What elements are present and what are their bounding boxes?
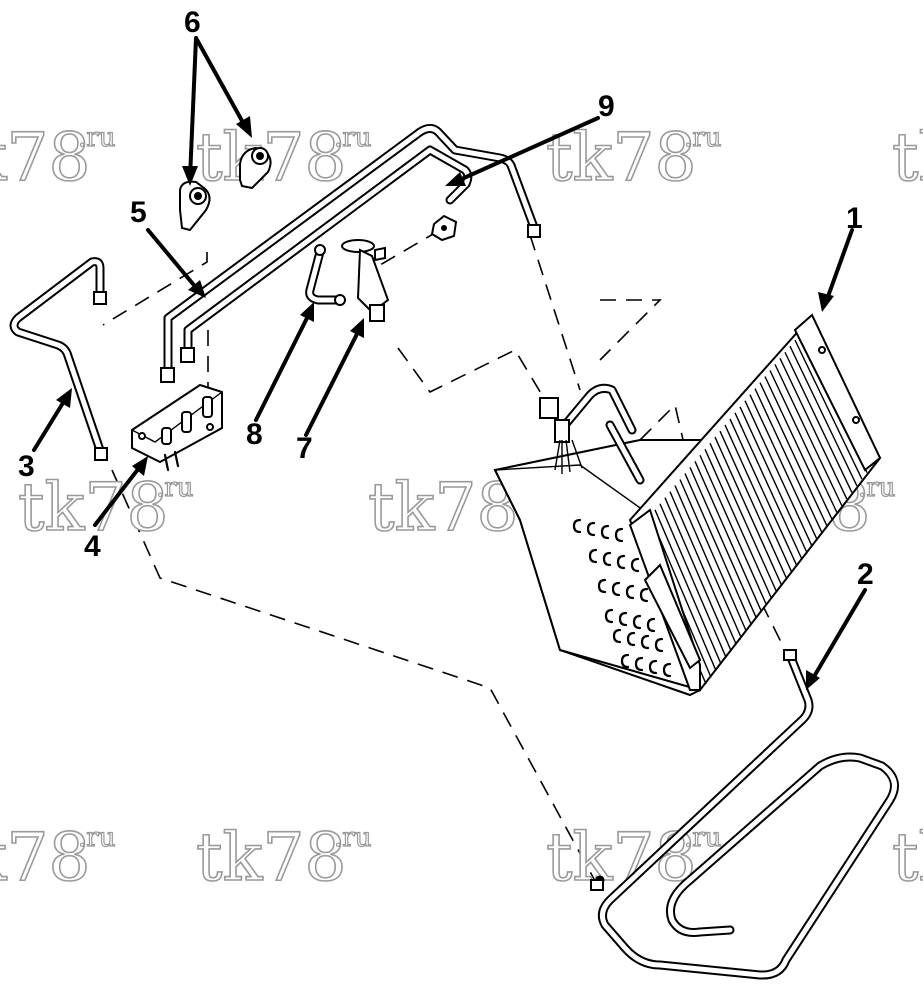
coil-bend bbox=[620, 653, 630, 669]
watermark-suffix: .ru bbox=[156, 473, 193, 503]
fin-line bbox=[654, 509, 722, 665]
fin-line bbox=[684, 473, 752, 625]
watermark-suffix: .ru bbox=[334, 823, 371, 853]
coil-bend bbox=[612, 628, 622, 644]
fin-line bbox=[674, 485, 742, 639]
fin-line bbox=[659, 503, 727, 658]
coil-bend bbox=[618, 611, 628, 627]
part-9-nut bbox=[430, 214, 458, 242]
watermark-text: tk78 bbox=[368, 469, 519, 546]
callout-5: 5 bbox=[130, 196, 147, 229]
callout-1: 1 bbox=[846, 202, 863, 235]
watermark-suffix: .ru bbox=[334, 123, 371, 153]
part-3-tube bbox=[9, 257, 108, 461]
coil-bend bbox=[640, 634, 650, 650]
coil-bend bbox=[616, 554, 626, 570]
watermark-text: tk78 bbox=[196, 819, 347, 896]
fin-line bbox=[779, 358, 848, 500]
fin-line bbox=[774, 364, 843, 506]
fin-line bbox=[764, 376, 833, 520]
watermark-text: tk78 bbox=[546, 819, 697, 896]
fin-line bbox=[669, 491, 737, 645]
watermark-text: tk78 bbox=[0, 119, 91, 196]
callout-4: 4 bbox=[84, 530, 101, 563]
fin-line bbox=[734, 412, 803, 559]
watermark-text: tk78 bbox=[0, 819, 91, 896]
watermark-suffix: .ru bbox=[858, 473, 895, 503]
part-6-clamps bbox=[179, 146, 272, 232]
watermark: tk78.ru bbox=[0, 118, 116, 197]
fin-line bbox=[689, 467, 757, 619]
watermark: tk78.ru bbox=[17, 468, 194, 547]
coil-bend bbox=[625, 584, 635, 600]
fin-line bbox=[729, 418, 798, 566]
fin-line bbox=[744, 400, 813, 546]
coil-bend bbox=[630, 557, 640, 573]
fin-line bbox=[679, 479, 747, 632]
part-1-evaporator bbox=[493, 313, 882, 697]
fin-line bbox=[789, 345, 858, 487]
callout-labels: 6 9 5 1 8 7 3 4 2 bbox=[18, 6, 874, 591]
fin-line bbox=[759, 382, 828, 526]
fin-line bbox=[784, 351, 853, 493]
fin-line bbox=[719, 430, 788, 579]
fin-line bbox=[749, 394, 818, 539]
assembly-dashed-lines bbox=[102, 229, 791, 891]
fin-line bbox=[724, 424, 793, 572]
watermark-suffix: .ru bbox=[684, 123, 721, 153]
watermark: tk78.ru bbox=[195, 118, 372, 197]
coil-bend bbox=[586, 521, 596, 537]
coil-bend bbox=[626, 631, 636, 647]
callout-8: 8 bbox=[246, 418, 263, 451]
callout-7: 7 bbox=[296, 432, 313, 465]
coil-bend bbox=[614, 527, 624, 543]
watermark: tk78.ru bbox=[891, 818, 923, 897]
coil-bend bbox=[632, 614, 642, 630]
fin-line bbox=[694, 461, 762, 612]
callout-arrows bbox=[32, 36, 867, 690]
part-4-bracket bbox=[131, 383, 223, 472]
watermark-text: tk78 bbox=[892, 819, 923, 896]
coil-bend bbox=[572, 518, 582, 534]
fin-line bbox=[664, 497, 732, 652]
fin-line bbox=[699, 454, 768, 606]
part-2-serpentine bbox=[590, 649, 899, 980]
watermark-text: tk78 bbox=[892, 119, 923, 196]
watermark-text: tk78 bbox=[18, 469, 169, 546]
coil-bend bbox=[646, 617, 656, 633]
coil-bend bbox=[600, 524, 610, 540]
watermark: tk78.ru bbox=[0, 818, 116, 897]
watermark-text: tk78 bbox=[196, 119, 347, 196]
coil-bend bbox=[639, 587, 649, 603]
coil-bend bbox=[648, 659, 658, 675]
callout-6: 6 bbox=[184, 6, 201, 39]
fin-line bbox=[739, 406, 808, 553]
coil-bend bbox=[602, 551, 612, 567]
watermark: tk78.ru bbox=[195, 818, 372, 897]
coil-bend bbox=[604, 608, 614, 624]
callout-9: 9 bbox=[598, 90, 615, 123]
callout-3: 3 bbox=[18, 450, 35, 483]
fin-line bbox=[704, 448, 773, 599]
fin-line bbox=[714, 436, 783, 586]
coil-bend bbox=[662, 662, 672, 678]
watermark-suffix: .ru bbox=[78, 823, 115, 853]
fin-line bbox=[769, 370, 838, 513]
coil-bend bbox=[611, 581, 621, 597]
watermark-suffix: .ru bbox=[78, 123, 115, 153]
coil-bend bbox=[597, 578, 607, 594]
fin-line bbox=[794, 339, 863, 480]
fin-line bbox=[754, 388, 823, 533]
watermark: tk78.ru bbox=[545, 818, 722, 897]
fin-line bbox=[709, 442, 778, 592]
watermark: tk78.ru bbox=[891, 118, 923, 197]
coil-bend bbox=[634, 656, 644, 672]
coil-bend bbox=[654, 637, 664, 653]
callout-2: 2 bbox=[857, 558, 874, 591]
part-7-valve bbox=[341, 239, 390, 322]
coil-bend bbox=[588, 548, 598, 564]
part-8-capillary bbox=[305, 244, 346, 306]
